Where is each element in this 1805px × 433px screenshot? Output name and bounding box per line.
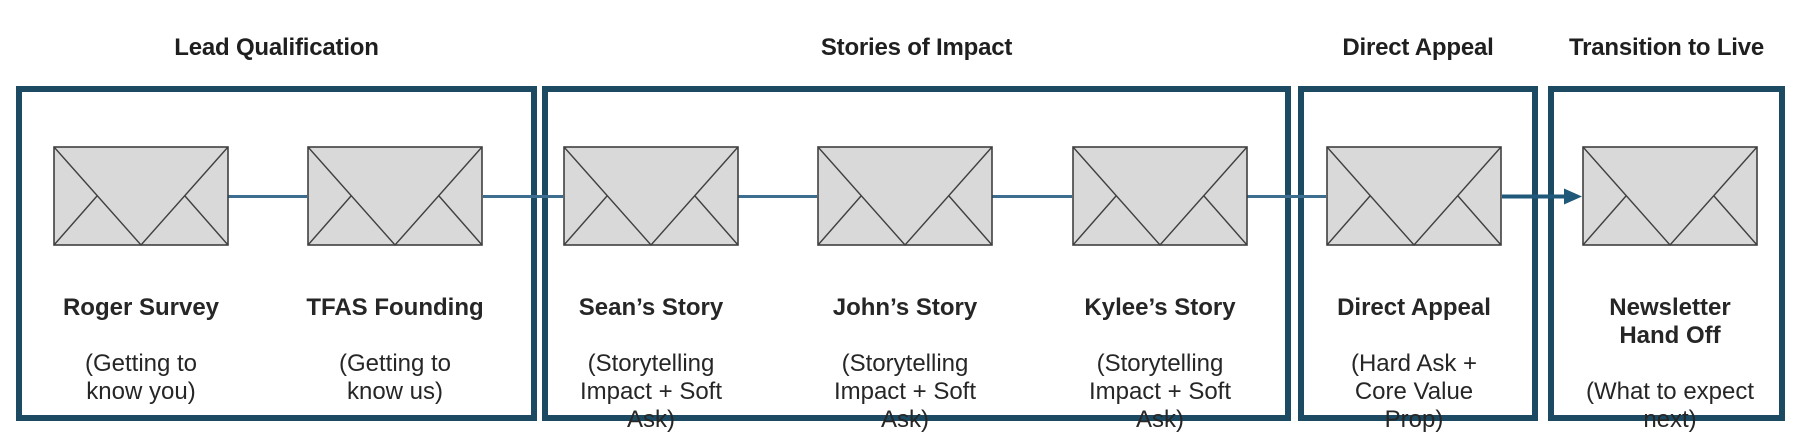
- email-label-kylees-story: Kylee’s Story (Storytelling Impact + Sof…: [1050, 266, 1270, 433]
- email-title: Roger Survey: [62, 294, 220, 321]
- envelope-icon: [53, 146, 229, 246]
- envelope-icon: [563, 146, 739, 246]
- email-title: TFAS Founding: [306, 294, 484, 321]
- section-title-lead-qualification: Lead Qualification: [174, 34, 379, 61]
- email-title: Sean’s Story: [578, 294, 724, 321]
- envelope-icon: [307, 146, 483, 246]
- section-box-direct-appeal: [1298, 86, 1538, 421]
- email-subtitle: (Getting to know you): [84, 350, 198, 405]
- email-subtitle: (What to expect next): [1585, 378, 1755, 433]
- arrowhead: [1564, 188, 1582, 205]
- connector-line-2: [483, 195, 563, 198]
- connector-line-5: [1247, 195, 1326, 198]
- envelope-icon: [817, 146, 993, 246]
- envelope-icon: [1072, 146, 1248, 246]
- connector-line-3: [738, 195, 817, 198]
- section-box-lead-qualification: [16, 86, 537, 421]
- envelope-icon: [1582, 146, 1758, 246]
- email-title: John’s Story: [832, 294, 978, 321]
- email-label-seans-story: Sean’s Story (Storytelling Impact + Soft…: [541, 266, 761, 433]
- section-title-transition-to-live: Transition to Live: [1568, 34, 1765, 61]
- connector-line-4: [992, 195, 1072, 198]
- email-subtitle: (Storytelling Impact + Soft Ask): [833, 350, 977, 433]
- envelope-icon: [1326, 146, 1502, 246]
- email-label-direct-appeal: Direct Appeal (Hard Ask + Core Value Pro…: [1304, 266, 1524, 433]
- email-label-newsletter-hand-off: Newsletter Hand Off (What to expect next…: [1560, 266, 1780, 433]
- section-box-stories-of-impact: [542, 86, 1291, 421]
- section-box-transition-to-live: [1548, 86, 1785, 421]
- email-label-roger-survey: Roger Survey (Getting to know you): [31, 266, 251, 433]
- arrow-right-icon: [1502, 188, 1582, 205]
- email-title: Direct Appeal: [1337, 294, 1491, 321]
- email-title: Kylee’s Story: [1084, 294, 1236, 321]
- section-title-stories-of-impact: Stories of Impact: [820, 34, 1013, 61]
- email-label-johns-story: John’s Story (Storytelling Impact + Soft…: [795, 266, 1015, 433]
- email-label-tfas-founding: TFAS Founding (Getting to know us): [285, 266, 505, 433]
- connector-line-1: [227, 195, 307, 198]
- email-subtitle: (Storytelling Impact + Soft Ask): [1088, 350, 1232, 433]
- email-subtitle: (Getting to know us): [338, 350, 452, 405]
- section-title-direct-appeal: Direct Appeal: [1342, 34, 1494, 61]
- email-subtitle: (Storytelling Impact + Soft Ask): [579, 350, 723, 433]
- email-subtitle: (Hard Ask + Core Value Prop): [1350, 350, 1478, 433]
- email-title: Newsletter Hand Off: [1609, 294, 1731, 349]
